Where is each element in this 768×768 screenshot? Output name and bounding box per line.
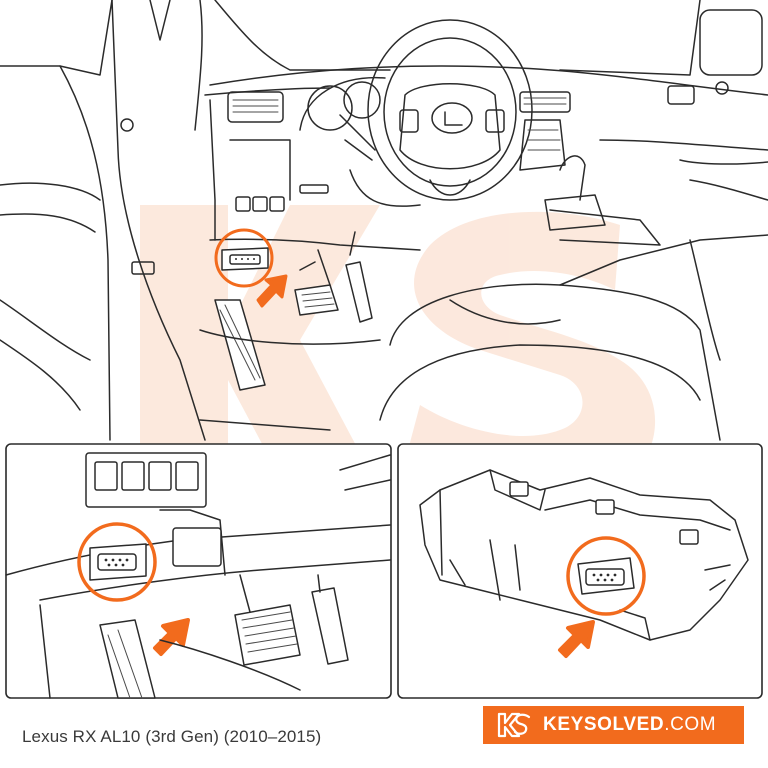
inset-dash-locator-arrow [153, 618, 190, 656]
obd-port-inset-dash [89, 543, 147, 581]
inset-panel-dashboard [5, 443, 392, 699]
main-locator-ring [214, 228, 274, 288]
inset-bracket-locator-ring [566, 536, 646, 616]
ks-logo-icon [497, 712, 531, 738]
inset-panel-bracket [397, 443, 763, 699]
brand-badge: KEYSOLVED.COM [483, 706, 744, 744]
inset-dash-locator-ring [77, 522, 157, 602]
brand-name-main: KEYSOLVED [543, 714, 665, 735]
vehicle-caption: Lexus RX AL10 (3rd Gen) (2010–2015) [22, 727, 322, 746]
car-interior-scene [0, 0, 768, 441]
main-locator-arrow [256, 274, 288, 308]
obd-port-main [221, 247, 269, 271]
brand-name: KEYSOLVED.COM [543, 714, 716, 736]
inset-bracket-locator-arrow [558, 620, 595, 658]
obd-port-inset-bracket [577, 557, 635, 595]
brand-domain: .COM [664, 714, 717, 735]
